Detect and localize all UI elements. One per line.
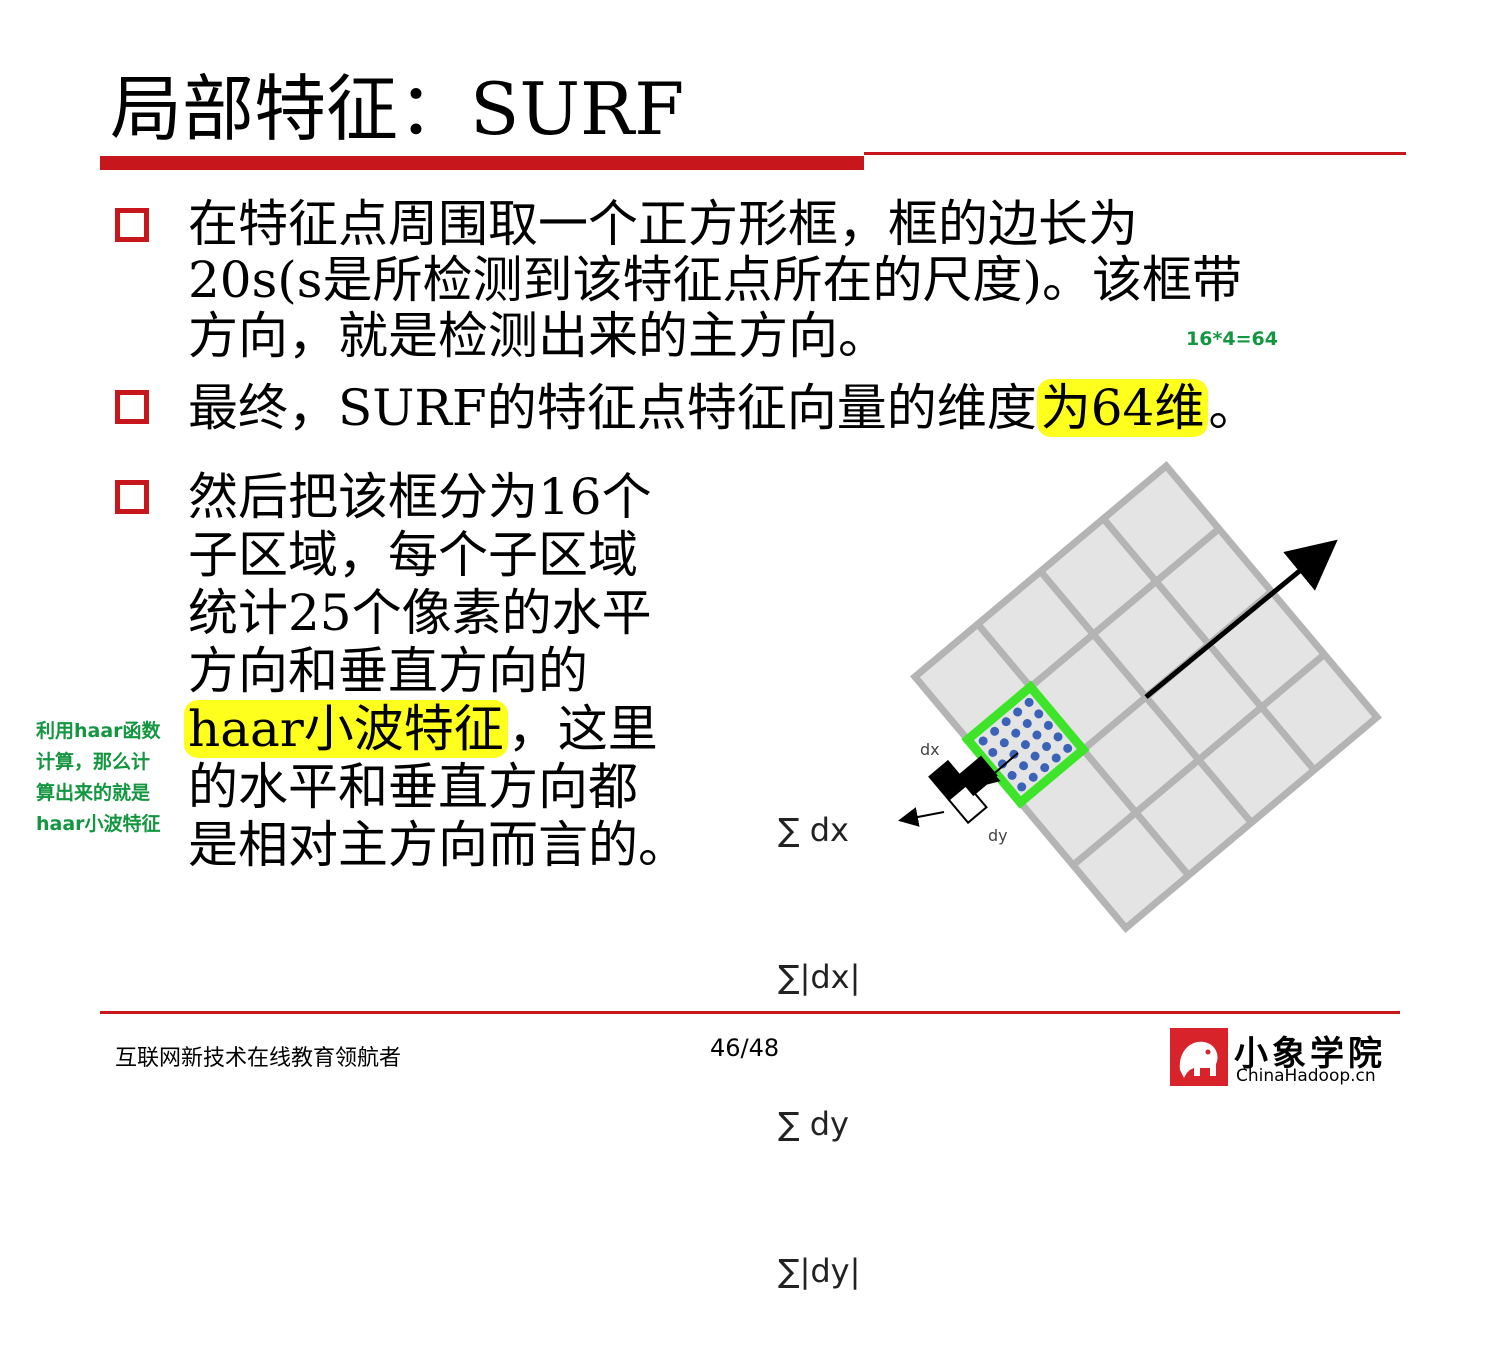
- haar-note-line-3: 算出来的就是: [36, 782, 151, 804]
- bullet-3-text: 然后把该框分为16个 子区域，每个子区域 统计25个像素的水平 方向和垂直方向的…: [184, 468, 688, 874]
- sample-point: [1024, 697, 1034, 707]
- sample-point: [1011, 728, 1021, 738]
- sample-point: [1020, 740, 1030, 750]
- logo-name: 小象学院: [1234, 1034, 1386, 1074]
- bullet-3-line-5: haar小波特征，这里: [184, 700, 688, 758]
- footer-slogan: 互联网新技术在线教育领航者: [115, 1046, 402, 1071]
- sample-point: [988, 747, 998, 757]
- bullet-3-line-2: 子区域，每个子区域: [188, 526, 638, 584]
- title-underline-thick: [100, 156, 864, 170]
- sample-point: [1042, 742, 1052, 752]
- haar-note-line-2: 计算，那么计: [36, 751, 151, 773]
- haar-wavelet-icon: [928, 755, 998, 825]
- sample-point: [997, 759, 1007, 769]
- sum-dx-label: ∑ dx: [778, 811, 849, 849]
- bullet-1-line-2: 20s(s是所检测到该特征点所在的尺度)。该框带: [188, 251, 1242, 309]
- bullet-3-line-1: 然后把该框分为16个: [188, 468, 652, 526]
- sum-abs-dy-label: ∑|dy|: [778, 1252, 861, 1290]
- sample-point: [1017, 782, 1027, 792]
- bullet-2-text: 最终，SURF的特征点特征向量的维度为64维。: [188, 379, 1259, 437]
- main-orientation-arrow: [1144, 539, 1338, 699]
- highlighted-subregion: [961, 680, 1090, 809]
- dx-label: dx: [920, 740, 940, 759]
- bullet-3-line-4: 方向和垂直方向的: [188, 642, 588, 700]
- sample-point: [1051, 753, 1061, 763]
- slide-title: 局部特征：SURF: [110, 67, 685, 151]
- dy-label: dy: [988, 826, 1008, 845]
- bullet-2-after: 。: [1208, 379, 1259, 437]
- grid-outline: [910, 461, 1382, 933]
- sample-point: [1013, 707, 1023, 717]
- sample-point: [990, 726, 1000, 736]
- bullet-3-after-highlight: ，这里: [507, 700, 658, 758]
- sample-point: [1043, 720, 1053, 730]
- haar-note: 利用haar函数 计算，那么计 算出来的就是 haar小波特征: [36, 716, 161, 840]
- sample-point: [999, 738, 1009, 748]
- bullet-marker-1: [115, 208, 149, 242]
- sample-point: [1030, 751, 1040, 761]
- sample-point: [1053, 732, 1063, 742]
- sample-point: [1063, 743, 1073, 753]
- elephant-logo-icon: [1170, 1028, 1228, 1086]
- sample-point: [978, 736, 988, 746]
- bullet-1-line-3: 方向，就是检测出来的主方向。: [188, 307, 888, 365]
- sample-point: [1007, 770, 1017, 780]
- sample-point: [1009, 749, 1019, 759]
- bullet-3-line-7: 是相对主方向而言的。: [188, 816, 688, 874]
- sample-to-haar-arrow: [978, 752, 1019, 787]
- dimension-note: 16*4=64: [1186, 328, 1278, 350]
- bullet-3-highlight: haar小波特征: [184, 700, 508, 758]
- title-underline-thin: [864, 152, 1406, 155]
- sample-point: [1040, 763, 1050, 773]
- subregion-grid: [910, 461, 1382, 933]
- sample-point: [1028, 772, 1038, 782]
- haar-note-line-4: haar小波特征: [36, 813, 161, 835]
- haar-note-line-1: 利用haar函数: [36, 720, 161, 742]
- footer-divider: [100, 1011, 1400, 1014]
- bullet-1-text: 在特征点周围取一个正方形框，框的边长为 20s(s是所检测到该特征点所在的尺度)…: [188, 196, 1242, 364]
- bullet-2-highlight: 为64维: [1036, 379, 1209, 437]
- sum-labels: ∑ dx ∑|dx| ∑ dy ∑|dy|: [778, 708, 860, 1345]
- page-number: 46/48: [710, 1034, 780, 1062]
- sum-abs-dx-label: ∑|dx|: [778, 958, 861, 996]
- sample-points: [978, 697, 1073, 792]
- bullet-3-line-3: 统计25个像素的水平: [188, 584, 652, 642]
- bullet-marker-3: [115, 480, 149, 514]
- sample-point: [1001, 717, 1011, 727]
- bullet-marker-2: [115, 390, 149, 424]
- sample-point: [1019, 761, 1029, 771]
- sample-point: [1034, 709, 1044, 719]
- sample-point: [1032, 730, 1042, 740]
- haar-to-sum-arrow: [898, 807, 945, 827]
- bullet-1-line-1: 在特征点周围取一个正方形框，框的边长为: [188, 195, 1138, 253]
- logo: 小象学院 ChinaHadoop.cn: [1170, 1026, 1400, 1088]
- bullet-3-line-6: 的水平和垂直方向都: [188, 758, 638, 816]
- logo-sub: ChinaHadoop.cn: [1236, 1066, 1376, 1086]
- bullet-2-before: 最终，SURF的特征点特征向量的维度: [188, 379, 1037, 437]
- sample-point: [1022, 719, 1032, 729]
